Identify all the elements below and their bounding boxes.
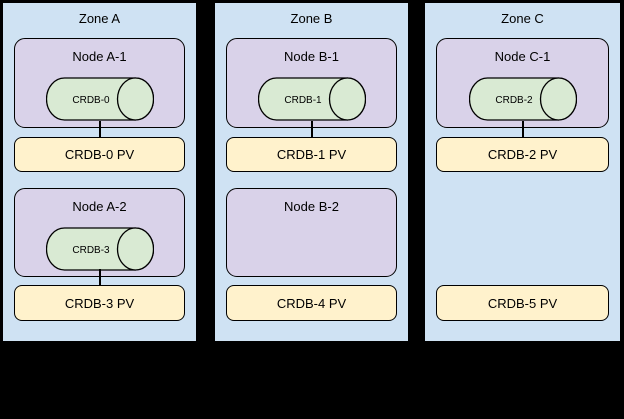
pv-crdb-3: CRDB-3 PV bbox=[14, 285, 185, 321]
disk-cylinder-icon: CRDB-2 bbox=[468, 77, 577, 121]
node-a-2: Node A-2 CRDB-3 bbox=[14, 188, 185, 277]
node-title: Node B-2 bbox=[284, 199, 339, 214]
connector-line bbox=[521, 121, 524, 138]
zone-title: Zone C bbox=[501, 11, 544, 26]
node-b-1: Node B-1 CRDB-1 bbox=[226, 38, 397, 128]
disk-label: CRDB-3 bbox=[72, 245, 110, 256]
disk-label: CRDB-2 bbox=[495, 95, 533, 106]
connector-line bbox=[98, 121, 101, 138]
node-title: Node A-1 bbox=[72, 49, 127, 64]
disk-cylinder-icon: CRDB-0 bbox=[45, 77, 154, 121]
pv-crdb-0: CRDB-0 PV bbox=[14, 137, 185, 172]
disk-label: CRDB-1 bbox=[284, 95, 322, 106]
node-title: Node B-1 bbox=[284, 49, 339, 64]
node-title: Node C-1 bbox=[494, 49, 551, 64]
zone-title: Zone B bbox=[290, 11, 333, 26]
zone-a: Zone A Node A-1 CRDB-0 CRDB-0 PV Node A-… bbox=[1, 1, 198, 343]
pv-crdb-4: CRDB-4 PV bbox=[226, 285, 397, 321]
zone-c: Zone C Node C-1 CRDB-2 CRDB-2 PV CRDB-5 … bbox=[423, 1, 622, 343]
disk-cylinder-icon: CRDB-1 bbox=[257, 77, 366, 121]
connector-line bbox=[98, 269, 101, 286]
pv-crdb-1: CRDB-1 PV bbox=[226, 137, 397, 172]
pv-crdb-2: CRDB-2 PV bbox=[436, 137, 609, 172]
disk-cylinder-icon: CRDB-3 bbox=[45, 227, 154, 271]
pv-crdb-5: CRDB-5 PV bbox=[436, 285, 609, 321]
disk-label: CRDB-0 bbox=[72, 95, 110, 106]
zone-b: Zone B Node B-1 CRDB-1 CRDB-1 PV Node B-… bbox=[213, 1, 410, 343]
node-a-1: Node A-1 CRDB-0 bbox=[14, 38, 185, 128]
zone-title: Zone A bbox=[78, 11, 121, 26]
node-b-2: Node B-2 bbox=[226, 188, 397, 277]
node-c-1: Node C-1 CRDB-2 bbox=[436, 38, 609, 128]
node-title: Node A-2 bbox=[72, 199, 127, 214]
connector-line bbox=[310, 121, 313, 138]
